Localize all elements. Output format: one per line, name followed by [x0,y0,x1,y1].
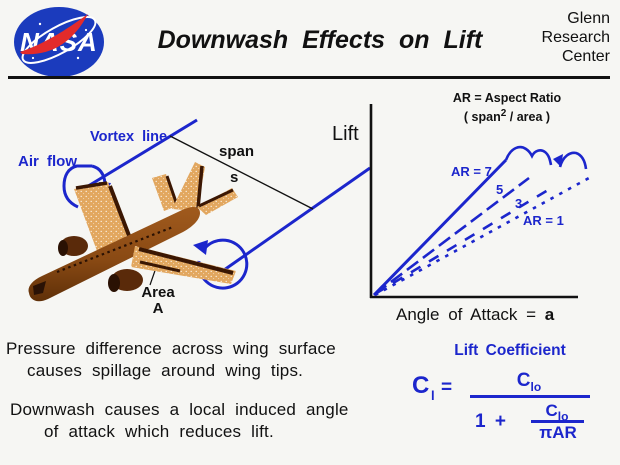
formula-nested-denominator: πAR [539,423,577,442]
right-stab-stripe [198,188,234,208]
legend-close: / area ) [506,110,551,125]
curve-ar7-stall-crest [504,145,553,166]
area-symbol: A [152,300,164,317]
formula-one-plus: 1 + [475,411,506,432]
page-title: Downwash Effects on Lift [157,26,483,54]
x-axis-label: Angle of Attack = a [396,305,554,325]
header-divider [8,76,610,79]
airflow-arrowhead-right [193,240,208,255]
formula-equals: = [441,377,453,398]
x-axis-label-text: Angle of Attack = [396,305,537,324]
y-axis-label: Lift [332,123,359,145]
area-label-block: Area A [134,285,182,317]
far-wing-tip-stripe [75,181,108,190]
curve-ar7 [372,158,508,297]
caption-downwash-line2: of attack which reduces lift. [44,422,274,441]
org-name: Glenn Research Center [498,9,610,66]
curve-label-ar7: AR = 7 [451,164,492,179]
org-line-1: Glenn [567,10,610,27]
airflow-loop-left [62,164,92,209]
formula-title: Lift Coefficient [454,342,566,359]
formula-nested-numerator: Clo [530,401,584,423]
near-wing-stripe [138,247,234,275]
formula-nested-fraction-bar [531,420,584,423]
airplane-vertical-fin [172,162,205,211]
org-line-3: Center [561,48,610,65]
vortex-line-label: Vortex line [90,129,168,145]
legend-open: ( span [463,110,501,125]
caption-downwash-line1: Downwash causes a local induced angle [10,400,349,419]
curve-ar5 [374,176,530,296]
aspect-ratio-legend: AR = Aspect Ratio ( span2 / area ) [428,91,586,125]
airplane-fuselage [28,207,201,302]
formula-numerator: Clo [468,370,590,394]
curve-label-ar3: 3 [515,196,523,211]
vortex-line-right [213,166,371,279]
fin-stripe [196,165,204,209]
graph-axes [369,104,578,299]
second-stall-crest [558,151,588,170]
formula-nested-numerator-base: C [545,401,558,420]
org-line-2: Research [541,29,610,46]
legend-line-1: AR = Aspect Ratio [452,91,562,105]
airflow-loop-right [197,238,249,290]
formula-fraction-bar [470,395,590,398]
vortex-line-left [79,118,198,193]
nasa-logo-orbit [21,16,97,64]
span-measure-line [169,135,314,210]
formula-nested-numerator-subscript: lo [557,409,569,424]
vortex-lines [62,118,371,290]
legend-line-2: ( span2 / area ) [428,106,586,125]
airplane [28,162,238,302]
airplane-right-stabilizer [197,188,238,215]
nasa-logo-swoosh [20,14,88,55]
near-wing-flap-stripe [139,260,181,273]
curve-label-ar5: 5 [496,182,504,197]
formula-numerator-base: C [516,370,531,391]
near-engine-inlet [108,274,120,292]
far-engine-inlet [58,240,68,256]
airflow-loop-left-arrow-shaft [91,164,107,184]
formula-cl: C [412,372,430,399]
airplane-left-stabilizer [152,174,177,211]
span-symbol: s [230,169,239,186]
airplane-windows [56,225,174,274]
caption-pressure-line2: causes spillage around wing tips. [27,361,304,380]
left-stab-stripe [165,175,179,206]
curve-ar1 [374,176,590,297]
legend-superscript: 2 [500,108,507,119]
formula-cl-subscript: l [431,388,435,403]
nasa-logo: NASA [14,7,104,77]
curve-ar3 [374,185,554,296]
curve-label-ar1: AR = 1 [523,213,564,228]
stall-crest-arrowhead [553,154,563,167]
caption-pressure-line1: Pressure difference across wing surface [6,339,336,358]
formula-numerator-subscript: lo [530,379,542,394]
span-label: span [219,143,255,160]
airplane-cockpit [33,281,46,295]
lift-curves [372,145,590,297]
air-flow-label: Air flow [18,153,77,170]
area-label: Area [141,284,175,301]
x-axis-variable: a [544,305,555,324]
